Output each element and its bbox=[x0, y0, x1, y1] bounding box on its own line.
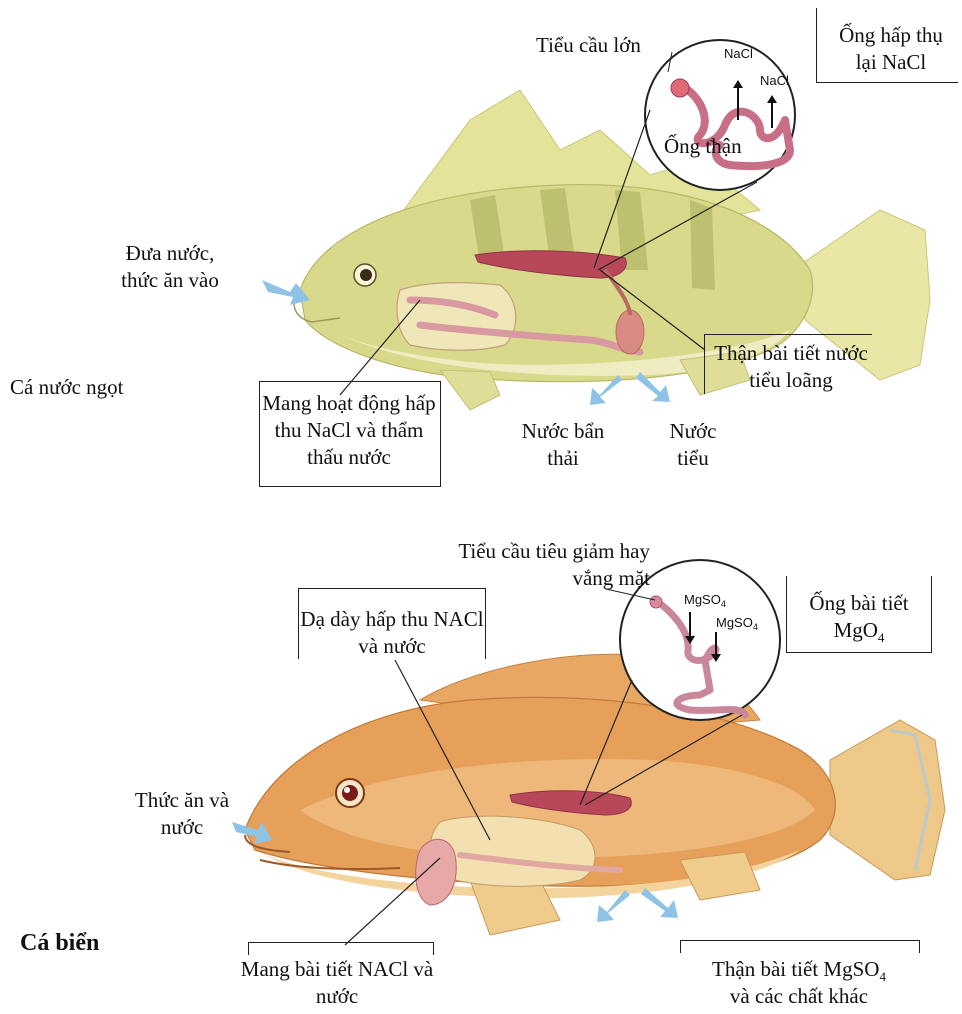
freshwater-reabsorb-label: Ống hấp thụ lại NaCl bbox=[826, 22, 956, 76]
freshwater-waste-label: Nước bẩn thải bbox=[518, 418, 608, 472]
marine-glomerulus-label: Tiểu cầu tiêu giảm hay vắng mặt bbox=[434, 538, 650, 592]
freshwater-nacl-label-2: NaCl bbox=[760, 73, 789, 89]
freshwater-kidney-label: Thận bài tiết nước tiểu loãng bbox=[708, 340, 874, 394]
marine-glomerulus bbox=[650, 596, 662, 608]
freshwater-tubule-label: Ống thận bbox=[664, 133, 742, 160]
freshwater-pelvic-fin bbox=[440, 370, 500, 410]
marine-secrete-sub: 4 bbox=[878, 630, 885, 645]
marine-kidney-label: Thận bài tiết MgSO4 và các chất khác bbox=[676, 956, 922, 1010]
freshwater-glomerulus-label: Tiểu cầu lớn bbox=[536, 32, 641, 59]
marine-urine-arrow bbox=[641, 888, 678, 918]
marine-section-label: Cá biển bbox=[20, 930, 99, 957]
freshwater-intake-label: Đưa nước, thức ăn vào bbox=[110, 240, 230, 294]
marine-tail bbox=[830, 720, 945, 880]
marine-mgso4-1-sub: 4 bbox=[721, 599, 726, 609]
marine-mgso4-2-main: MgSO bbox=[716, 615, 753, 630]
marine-stomach-label: Dạ dày hấp thu NACl và nước bbox=[300, 606, 484, 660]
freshwater-glomerulus bbox=[671, 79, 689, 97]
marine-gill-organ bbox=[416, 839, 457, 905]
marine-kidney-tail: và các chất khác bbox=[730, 984, 868, 1008]
marine-gill-label: Mang bài tiết NACl và nước bbox=[232, 956, 442, 1010]
freshwater-section-label: Cá nước ngọt bbox=[10, 374, 123, 401]
freshwater-urine-label: Nước tiểu bbox=[652, 418, 734, 472]
marine-secrete-label: Ống bài tiết MgO4 bbox=[788, 590, 930, 644]
marine-kidney-main: Thận bài tiết MgSO bbox=[712, 957, 879, 981]
freshwater-reabsorb-box-base bbox=[816, 82, 958, 83]
marine-kidney-box bbox=[680, 940, 920, 953]
freshwater-bladder bbox=[616, 310, 644, 354]
marine-mgso4-label-2: MgSO4 bbox=[716, 615, 758, 631]
marine-mgso4-1-main: MgSO bbox=[684, 592, 721, 607]
marine-anal-fin bbox=[680, 852, 760, 900]
marine-secrete-main: Ống bài tiết MgO bbox=[809, 591, 908, 642]
marine-gill-box bbox=[248, 942, 434, 955]
marine-mgso4-2-sub: 4 bbox=[753, 622, 758, 632]
marine-intake-label: Thức ăn và nước bbox=[132, 787, 232, 841]
freshwater-kidney-box-top bbox=[704, 334, 872, 335]
freshwater-nacl-label-1: NaCl bbox=[724, 46, 753, 62]
marine-mgso4-label-1: MgSO4 bbox=[684, 592, 726, 608]
freshwater-gill-label: Mang hoạt động hấp thu NaCl và thẩm thấu… bbox=[256, 390, 442, 471]
marine-kidney-sub: 4 bbox=[879, 969, 886, 984]
freshwater-reabsorb-box bbox=[816, 8, 817, 82]
